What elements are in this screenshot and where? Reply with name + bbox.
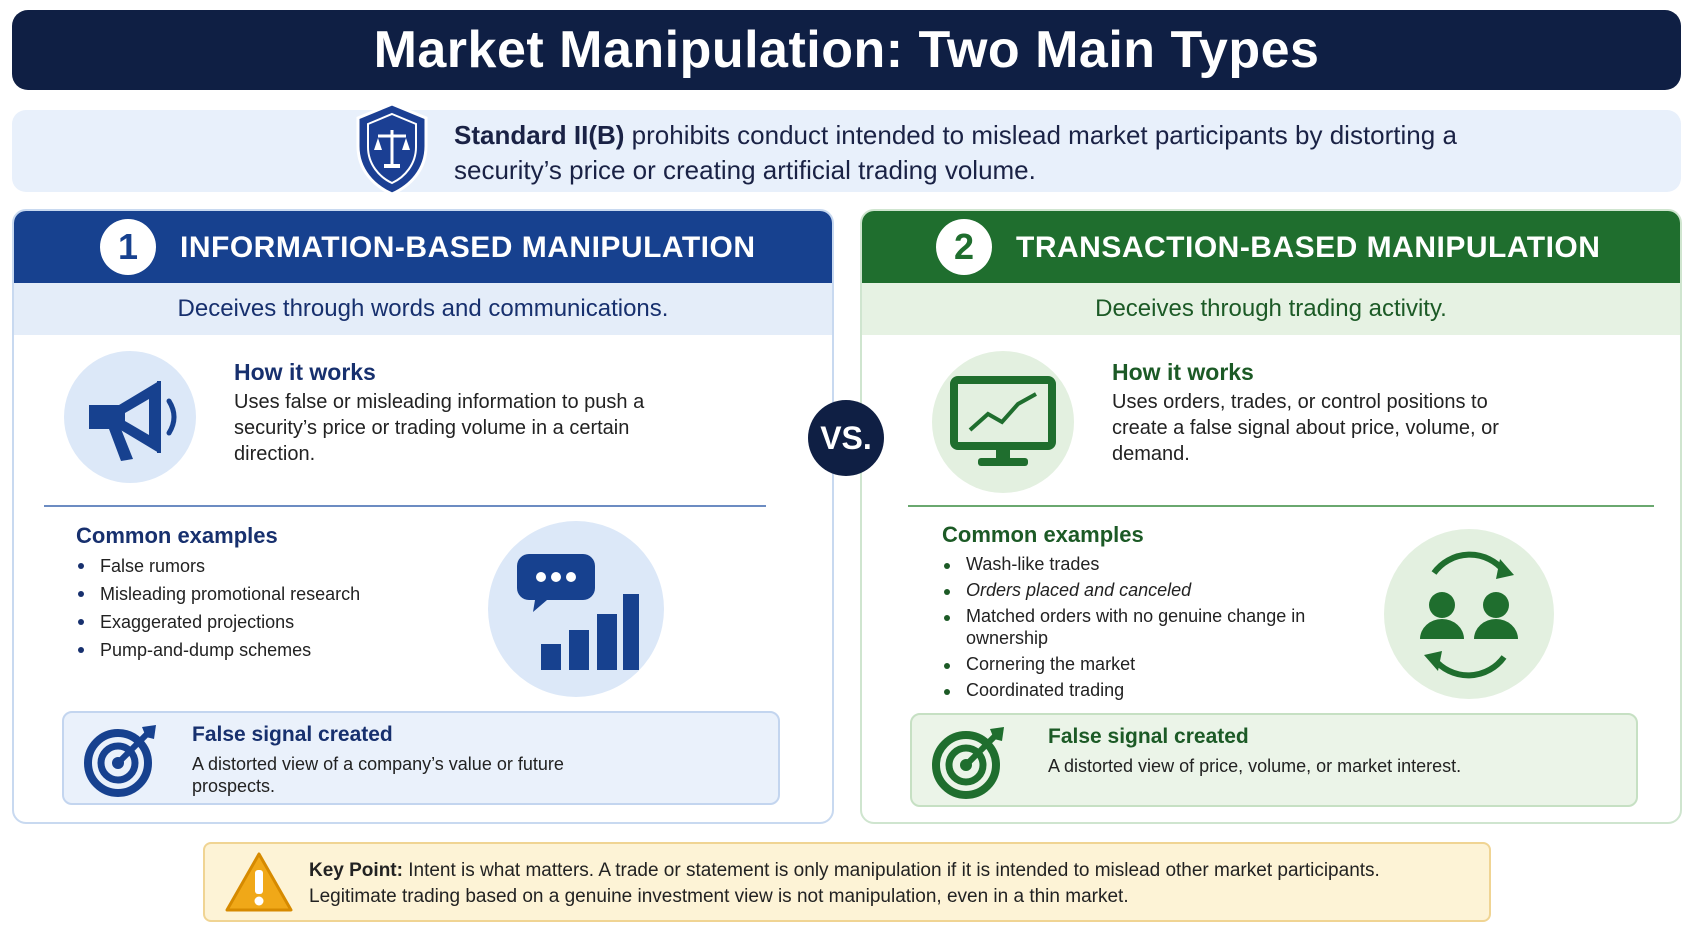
false-signal-box: False signal created A distorted view of…	[62, 711, 780, 805]
monitor-chart-icon	[932, 351, 1074, 493]
title-banner: Market Manipulation: Two Main Types	[12, 10, 1681, 90]
how-it-works-text: Uses false or misleading information to …	[234, 391, 645, 465]
key-point-box: Key Point: Intent is what matters. A tra…	[203, 842, 1491, 922]
vs-badge: VS.	[808, 400, 884, 476]
standard-text: Standard II(B) prohibits conduct intende…	[454, 118, 1554, 188]
list-item: False rumors	[76, 553, 360, 579]
list-item: Exaggerated projections	[76, 609, 360, 635]
information-based-panel: 1 INFORMATION-BASED MANIPULATION Deceive…	[12, 209, 834, 824]
panel-header: 2 TRANSACTION-BASED MANIPULATION	[862, 211, 1680, 283]
list-item: Pump-and-dump schemes	[76, 637, 360, 663]
examples-title: Common examples	[942, 522, 1144, 547]
divider	[908, 505, 1654, 507]
standard-description: prohibits conduct intended to mislead ma…	[454, 120, 1457, 185]
panel-subtitle: Deceives through trading activity.	[862, 283, 1680, 335]
list-item: Matched orders with no genuine change in…	[942, 605, 1312, 649]
examples-title: Common examples	[76, 523, 278, 548]
panel-subtitle: Deceives through words and communication…	[14, 283, 832, 335]
examples-list: Wash-like trades Orders placed and cance…	[942, 553, 1312, 705]
signal-text: A distorted view of price, volume, or ma…	[1048, 756, 1462, 776]
key-point-label: Key Point:	[309, 860, 403, 881]
list-item: Cornering the market	[942, 653, 1312, 675]
panel-title: INFORMATION-BASED MANIPULATION	[180, 231, 756, 264]
people-exchange-icon	[1384, 529, 1554, 699]
divider	[44, 505, 766, 507]
signal-title: False signal created	[1048, 725, 1249, 748]
warning-icon	[225, 852, 293, 912]
shield-scale-icon	[356, 102, 428, 196]
key-point-text: Key Point: Intent is what matters. A tra…	[309, 858, 1469, 910]
how-it-works-text: Uses orders, trades, or control position…	[1112, 391, 1499, 465]
list-item: Wash-like trades	[942, 553, 1312, 575]
megaphone-icon	[64, 351, 196, 483]
examples-list: False rumors Misleading promotional rese…	[76, 553, 360, 665]
chat-chart-icon	[488, 521, 664, 697]
standard-box: Standard II(B) prohibits conduct intende…	[12, 102, 1681, 196]
panel-title: TRANSACTION-BASED MANIPULATION	[1016, 231, 1601, 264]
signal-title: False signal created	[192, 723, 393, 746]
list-item: Coordinated trading	[942, 679, 1312, 701]
page-title: Market Manipulation: Two Main Types	[373, 21, 1320, 79]
how-it-works-title: How it works	[234, 359, 376, 385]
transaction-based-panel: 2 TRANSACTION-BASED MANIPULATION Deceive…	[860, 209, 1682, 824]
signal-text: A distorted view of a company’s value or…	[192, 754, 564, 796]
how-it-works-title: How it works	[1112, 359, 1254, 385]
list-item: Orders placed and canceled	[942, 579, 1312, 601]
false-signal-box: False signal created A distorted view of…	[910, 713, 1638, 807]
panel-header: 1 INFORMATION-BASED MANIPULATION	[14, 211, 832, 283]
standard-label: Standard II(B)	[454, 120, 625, 150]
target-icon	[84, 725, 156, 797]
panel-number: 1	[100, 219, 156, 275]
panel-number: 2	[936, 219, 992, 275]
list-item: Misleading promotional research	[76, 581, 360, 607]
target-icon	[932, 727, 1004, 799]
key-point-description: Intent is what matters. A trade or state…	[309, 860, 1380, 907]
